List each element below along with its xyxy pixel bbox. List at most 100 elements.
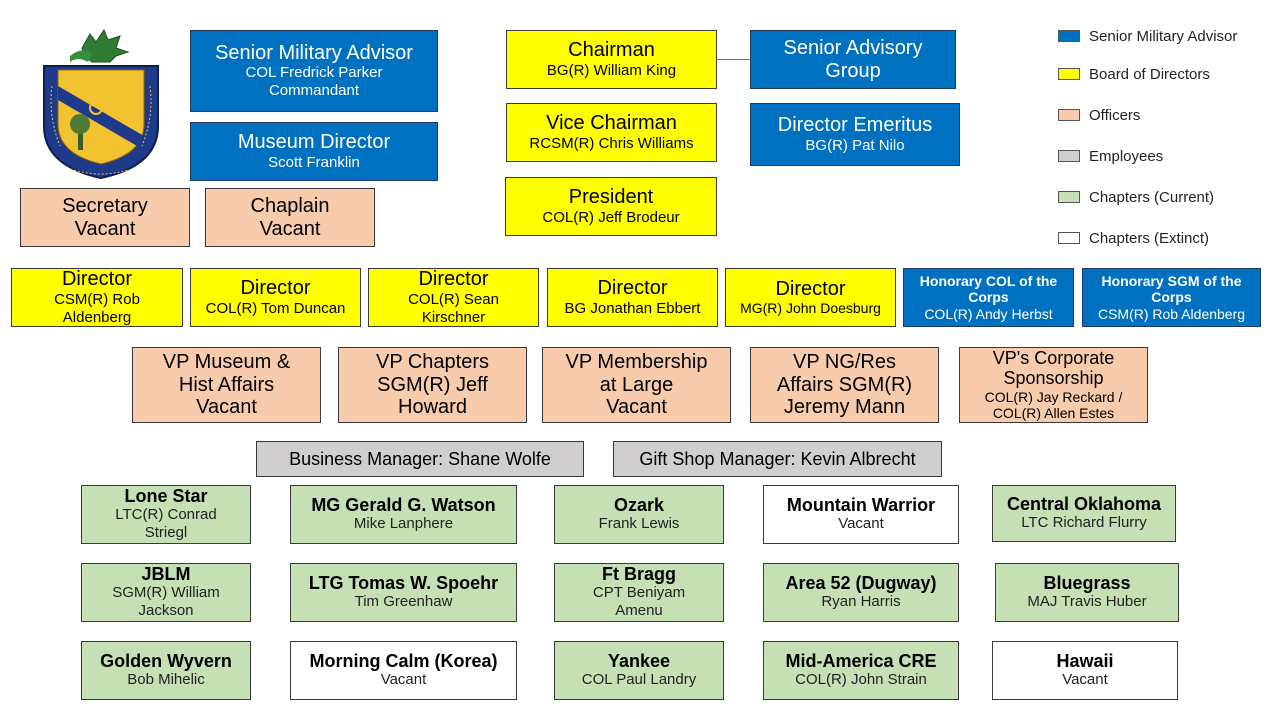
box-name-cont: Kirschner xyxy=(421,308,486,326)
box-line4: COL(R) Allen Estes xyxy=(992,405,1115,422)
box-line1: VP Membership xyxy=(565,351,708,374)
chapter-leader: Tim Greenhaw xyxy=(354,593,453,611)
chapter-name: Morning Calm (Korea) xyxy=(309,650,498,671)
box-title: Director xyxy=(61,268,132,291)
box-line1: VP's Corporate xyxy=(992,348,1115,369)
box-line3: Vacant xyxy=(606,396,667,419)
legend-swatch xyxy=(1058,232,1080,244)
box-name: COL(R) Andy Herbst xyxy=(924,305,1053,322)
box-title: Senior Military Advisor xyxy=(215,41,413,64)
chapter-name: MG Gerald G. Watson xyxy=(311,494,496,515)
chapter-golden-wyvern-box: Golden Wyvern Bob Mihelic xyxy=(81,641,251,700)
director-emeritus-box: Director Emeritus BG(R) Pat Nilo xyxy=(750,103,960,166)
vp-chapters-box: VP Chapters SGM(R) Jeff Howard xyxy=(338,347,527,423)
senior-military-advisor-box: Senior Military Advisor COL Fredrick Par… xyxy=(190,30,438,112)
chapter-lone-star-box: Lone Star LTC(R) Conrad Striegl xyxy=(81,485,251,544)
box-title: Director xyxy=(597,277,668,300)
box-title-line2: Group xyxy=(825,59,881,82)
box-name: Scott Franklin xyxy=(268,153,360,171)
vp-ng-res-box: VP NG/Res Affairs SGM(R) Jeremy Mann xyxy=(750,347,939,423)
box-role: Commandant xyxy=(268,82,360,100)
box-label: Business Manager: Shane Wolfe xyxy=(289,448,551,469)
chapter-name: Lone Star xyxy=(124,485,208,506)
chapter-jblm-box: JBLM SGM(R) William Jackson xyxy=(81,563,251,622)
legend-label: Officers xyxy=(1089,106,1141,124)
chapter-name: Hawaii xyxy=(1056,650,1114,671)
chapter-mountain-warrior-box: Mountain Warrior Vacant xyxy=(763,485,959,544)
vp-membership-box: VP Membership at Large Vacant xyxy=(542,347,731,423)
box-title: Director Emeritus xyxy=(777,114,933,137)
box-title: Director xyxy=(240,277,311,300)
chapter-name: Mountain Warrior xyxy=(786,494,936,515)
box-name: COL(R) Tom Duncan xyxy=(205,299,346,317)
chapter-leader-cont: Amenu xyxy=(615,602,663,620)
chapter-spoehr-box: LTG Tomas W. Spoehr Tim Greenhaw xyxy=(290,563,517,622)
legend-item: Chapters (Current) xyxy=(1058,187,1214,207)
chapter-leader: SGM(R) William xyxy=(112,584,220,602)
director-box: Director COL(R) Sean Kirschner xyxy=(368,268,539,327)
chapter-name: Central Oklahoma xyxy=(1006,493,1162,514)
president-box: President COL(R) Jeff Brodeur xyxy=(505,177,717,236)
box-name: COL(R) Jeff Brodeur xyxy=(542,208,680,226)
legend-item: Chapters (Extinct) xyxy=(1058,228,1209,248)
box-line3: Jeremy Mann xyxy=(783,396,906,419)
chapter-name: Bluegrass xyxy=(1043,572,1131,593)
box-name: CSM(R) Rob xyxy=(54,290,140,308)
chapter-yankee-box: Yankee COL Paul Landry xyxy=(554,641,724,700)
legend-swatch xyxy=(1058,68,1080,80)
box-line1: VP Museum & xyxy=(162,351,291,374)
chapter-leader: COL Paul Landry xyxy=(581,671,697,689)
box-line2: Affairs SGM(R) xyxy=(776,373,913,396)
chapter-leader: LTC Richard Flurry xyxy=(1021,514,1147,532)
legend-item: Senior Military Advisor xyxy=(1058,26,1237,46)
box-line2: Hist Affairs xyxy=(178,373,275,396)
box-name: COL(R) Sean xyxy=(408,290,499,308)
box-title: President xyxy=(568,186,654,209)
chapter-ft-bragg-box: Ft Bragg CPT Beniyam Amenu xyxy=(554,563,724,622)
box-title: Chaplain xyxy=(250,195,330,218)
chapter-bluegrass-box: Bluegrass MAJ Travis Huber xyxy=(995,563,1179,622)
box-name: COL Fredrick Parker xyxy=(245,64,383,82)
chapter-name: Mid-America CRE xyxy=(785,650,937,671)
director-box: Director CSM(R) Rob Aldenberg xyxy=(11,268,183,327)
chapter-leader: LTC(R) Conrad xyxy=(115,506,217,524)
legend-swatch xyxy=(1058,191,1080,203)
chapter-leader: CPT Beniyam xyxy=(592,584,686,602)
chapter-leader: Vacant xyxy=(1062,671,1108,689)
box-line2: Sponsorship xyxy=(1003,368,1104,389)
box-title: Secretary xyxy=(62,195,148,218)
gift-shop-manager-box: Gift Shop Manager: Kevin Albrecht xyxy=(613,441,942,477)
chapter-leader: MAJ Travis Huber xyxy=(1027,593,1147,611)
box-name: Vacant xyxy=(259,217,321,240)
box-title: Honorary SGM of the Corps xyxy=(1101,272,1242,306)
chairman-box: Chairman BG(R) William King xyxy=(506,30,717,89)
box-title: Chairman xyxy=(568,39,655,62)
chapter-name: LTG Tomas W. Spoehr xyxy=(308,572,499,593)
legend-label: Board of Directors xyxy=(1089,65,1210,83)
chairman-advisory-connector xyxy=(717,59,750,60)
honorary-col-box: Honorary COL of the Corps COL(R) Andy He… xyxy=(903,268,1074,327)
chapter-name: Ft Bragg xyxy=(602,563,676,584)
chapter-area-52-box: Area 52 (Dugway) Ryan Harris xyxy=(763,563,959,622)
chapter-hawaii-box: Hawaii Vacant xyxy=(992,641,1178,700)
legend-swatch xyxy=(1058,150,1080,162)
chapter-watson-box: MG Gerald G. Watson Mike Lanphere xyxy=(290,485,517,544)
chaplain-box: Chaplain Vacant xyxy=(205,188,375,247)
box-name: Vacant xyxy=(74,217,136,240)
director-box: Director BG Jonathan Ebbert xyxy=(547,268,718,327)
legend-item: Employees xyxy=(1058,146,1163,166)
legend-label: Chapters (Current) xyxy=(1089,188,1215,206)
box-line3: Howard xyxy=(398,396,467,419)
chapter-leader: Bob Mihelic xyxy=(127,671,205,689)
chapter-leader-cont: Striegl xyxy=(144,524,188,542)
chapter-name: JBLM xyxy=(141,563,191,584)
chapter-ozark-box: Ozark Frank Lewis xyxy=(554,485,724,544)
box-name: BG(R) William King xyxy=(546,61,677,79)
chapter-leader: COL(R) John Strain xyxy=(795,671,927,689)
business-manager-box: Business Manager: Shane Wolfe xyxy=(256,441,584,477)
box-name: MG(R) John Doesburg xyxy=(740,300,881,317)
box-line3: Vacant xyxy=(196,396,257,419)
director-box: Director MG(R) John Doesburg xyxy=(725,268,896,327)
box-line2: SGM(R) Jeff xyxy=(377,373,488,396)
box-line1: VP Chapters xyxy=(375,351,490,374)
